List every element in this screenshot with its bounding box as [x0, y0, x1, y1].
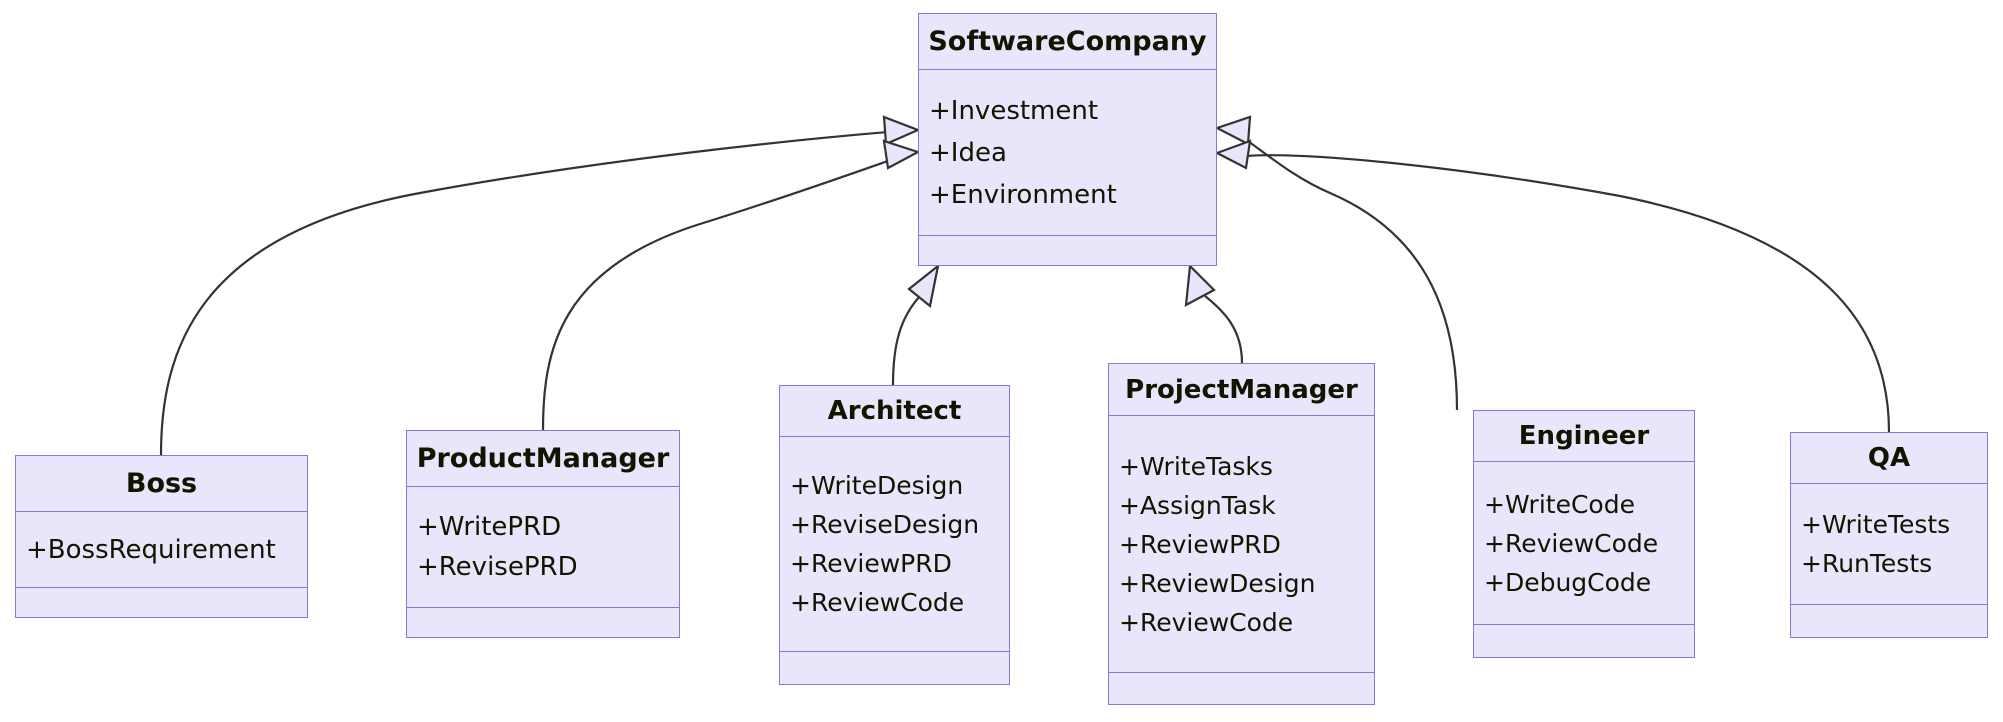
- class-attribute: +Environment: [929, 179, 1117, 210]
- class-attribute: +RevisePRD: [417, 552, 578, 582]
- class-methods-qa: [1791, 605, 1987, 637]
- class-title-boss: Boss: [16, 456, 307, 512]
- class-title-engineer: Engineer: [1474, 411, 1694, 462]
- class-methods-projectmanager: [1109, 673, 1374, 704]
- class-attributes-productmanager: +WritePRD +RevisePRD: [407, 487, 679, 608]
- class-attribute: +ReviewCode: [1119, 607, 1294, 637]
- class-attribute: +BossRequirement: [26, 534, 276, 565]
- class-attribute: +Idea: [929, 137, 1007, 168]
- inheritance-arrowhead-projectmanager: [1184, 263, 1216, 307]
- class-methods-productmanager: [407, 608, 679, 637]
- class-attributes-softwarecompany: +Investment +Idea +Environment: [919, 70, 1216, 236]
- class-node-productmanager[interactable]: ProductManager +WritePRD +RevisePRD: [406, 430, 680, 638]
- class-node-boss[interactable]: Boss +BossRequirement: [15, 455, 308, 618]
- class-methods-architect: [780, 652, 1009, 684]
- class-attribute: +WritePRD: [417, 512, 562, 542]
- class-attribute: +ReviewPRD: [790, 549, 952, 578]
- inheritance-arrowhead-productmanager: [882, 139, 921, 170]
- edge-architect-to-softwarecompany: [891, 295, 921, 386]
- class-title-projectmanager: ProjectManager: [1109, 364, 1374, 416]
- class-title-productmanager: ProductManager: [407, 431, 679, 487]
- class-methods-softwarecompany: [919, 236, 1216, 265]
- class-attribute: +AssignTask: [1119, 490, 1276, 520]
- class-attribute: +WriteCode: [1484, 489, 1635, 519]
- class-attribute: +WriteTests: [1801, 510, 1951, 539]
- class-attribute: +ReviewCode: [790, 588, 965, 617]
- class-attribute: +ReviseDesign: [790, 510, 980, 539]
- edge-projectmanager-to-softwarecompany: [1204, 295, 1244, 364]
- class-attributes-projectmanager: +WriteTasks +AssignTask +ReviewPRD +Revi…: [1109, 416, 1374, 673]
- class-node-qa[interactable]: QA +WriteTests +RunTests: [1790, 432, 1988, 638]
- class-methods-engineer: [1474, 625, 1694, 657]
- class-attributes-qa: +WriteTests +RunTests: [1791, 484, 1987, 605]
- class-attribute: +ReviewDesign: [1119, 568, 1316, 598]
- class-attribute: +ReviewCode: [1484, 528, 1659, 558]
- class-title-qa: QA: [1791, 433, 1987, 484]
- inheritance-arrowhead-architect: [907, 263, 940, 308]
- inheritance-arrowhead-engineer: [1214, 115, 1252, 146]
- class-attribute: +Investment: [929, 95, 1099, 126]
- class-attribute: +WriteDesign: [790, 471, 964, 500]
- class-title-softwarecompany: SoftwareCompany: [919, 14, 1216, 70]
- class-methods-boss: [16, 588, 307, 617]
- class-attributes-architect: +WriteDesign +ReviseDesign +ReviewPRD +R…: [780, 437, 1009, 652]
- class-node-architect[interactable]: Architect +WriteDesign +ReviseDesign +Re…: [779, 385, 1010, 685]
- class-attribute: +RunTests: [1801, 549, 1933, 578]
- class-attributes-boss: +BossRequirement: [16, 512, 307, 588]
- class-node-softwarecompany[interactable]: SoftwareCompany +Investment +Idea +Envir…: [918, 13, 1217, 266]
- inheritance-arrowhead-qa: [1214, 139, 1252, 170]
- class-node-projectmanager[interactable]: ProjectManager +WriteTasks +AssignTask +…: [1108, 363, 1375, 705]
- class-attribute: +ReviewPRD: [1119, 529, 1281, 559]
- inheritance-arrowhead-boss: [882, 115, 921, 146]
- class-title-architect: Architect: [780, 386, 1009, 437]
- class-attribute: +DebugCode: [1484, 567, 1652, 597]
- class-attributes-engineer: +WriteCode +ReviewCode +DebugCode: [1474, 462, 1694, 625]
- class-attribute: +WriteTasks: [1119, 451, 1273, 481]
- class-node-engineer[interactable]: Engineer +WriteCode +ReviewCode +DebugCo…: [1473, 410, 1695, 658]
